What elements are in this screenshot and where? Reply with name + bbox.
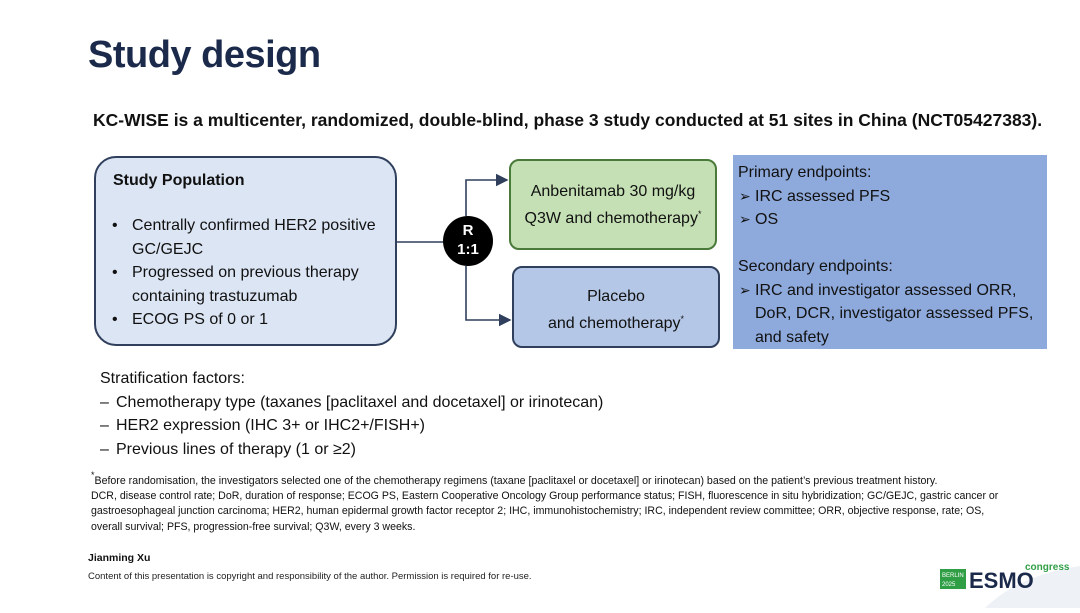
placebo-arm-box: Placebo and chemotherapy*	[512, 266, 720, 348]
svg-text:ESMO: ESMO	[969, 568, 1034, 593]
primary-endpoints-title: Primary endpoints:	[738, 164, 872, 181]
stratification-item: –Chemotherapy type (taxanes [paclitaxel …	[100, 393, 604, 411]
endpoints-panel: Primary endpoints: ➢IRC assessed PFS ➢OS…	[733, 155, 1047, 349]
footnote-mark: *	[680, 314, 685, 324]
arrow-bullet-icon: ➢	[739, 211, 751, 227]
svg-text:BERLIN: BERLIN	[942, 573, 964, 579]
page-title: Study design	[88, 34, 321, 76]
population-item: •Centrally confirmed HER2 positive GC/GE…	[112, 217, 376, 258]
connector-to-treatment-arm	[465, 173, 509, 216]
esmo-logo-graphic: BERLIN 2025 ESMO congress	[940, 562, 1080, 608]
presenter-name: Jianming Xu	[88, 552, 151, 564]
footnote-mark: *	[697, 209, 702, 219]
stratification-item: –HER2 expression (IHC 3+ or IHC2+/FISH+)	[100, 417, 425, 434]
treatment-arm-box: Anbenitamab 30 mg/kg Q3W and chemotherap…	[509, 159, 717, 250]
svg-text:congress: congress	[1025, 562, 1070, 573]
population-item: •Progressed on previous therapy containi…	[112, 264, 359, 305]
arrow-bullet-icon: ➢	[739, 281, 751, 298]
primary-endpoint-item: ➢OS	[738, 208, 1039, 232]
connector-to-placebo-arm	[465, 266, 512, 327]
stratification-title: Stratification factors:	[100, 370, 245, 387]
randomization-ratio: 1:1	[457, 241, 479, 258]
secondary-endpoint-item: ➢IRC and investigator assessed ORR, DoR,…	[738, 279, 1039, 350]
randomization-node: R 1:1	[443, 216, 493, 266]
copyright-notice: Content of this presentation is copyrigh…	[88, 571, 532, 582]
population-item: •ECOG PS of 0 or 1	[112, 311, 269, 328]
arrow-bullet-icon: ➢	[739, 187, 751, 204]
study-summary: KC-WISE is a multicenter, randomized, do…	[93, 110, 1043, 130]
stratification-item: –Previous lines of therapy (1 or ≥2)	[100, 440, 356, 458]
abbreviations-footnote: DCR, disease control rate; DoR, duration…	[91, 490, 999, 533]
primary-endpoint-item: ➢IRC assessed PFS	[738, 185, 1039, 209]
svg-text:2025: 2025	[942, 582, 956, 588]
stratification-factors: Stratification factors: –Chemotherapy ty…	[100, 367, 603, 461]
randomisation-footnote: *Before randomisation, the investigators…	[91, 470, 938, 487]
study-population-title: Study Population	[113, 172, 245, 189]
secondary-endpoints-title: Secondary endpoints:	[738, 258, 893, 275]
study-population-list: •Centrally confirmed HER2 positive GC/GE…	[112, 214, 392, 332]
study-population-box	[94, 156, 397, 346]
footnote: *Before randomisation, the investigators…	[91, 468, 1001, 535]
randomization-label: R	[462, 222, 474, 239]
esmo-congress-logo: BERLIN 2025 ESMO congress	[925, 548, 1080, 608]
